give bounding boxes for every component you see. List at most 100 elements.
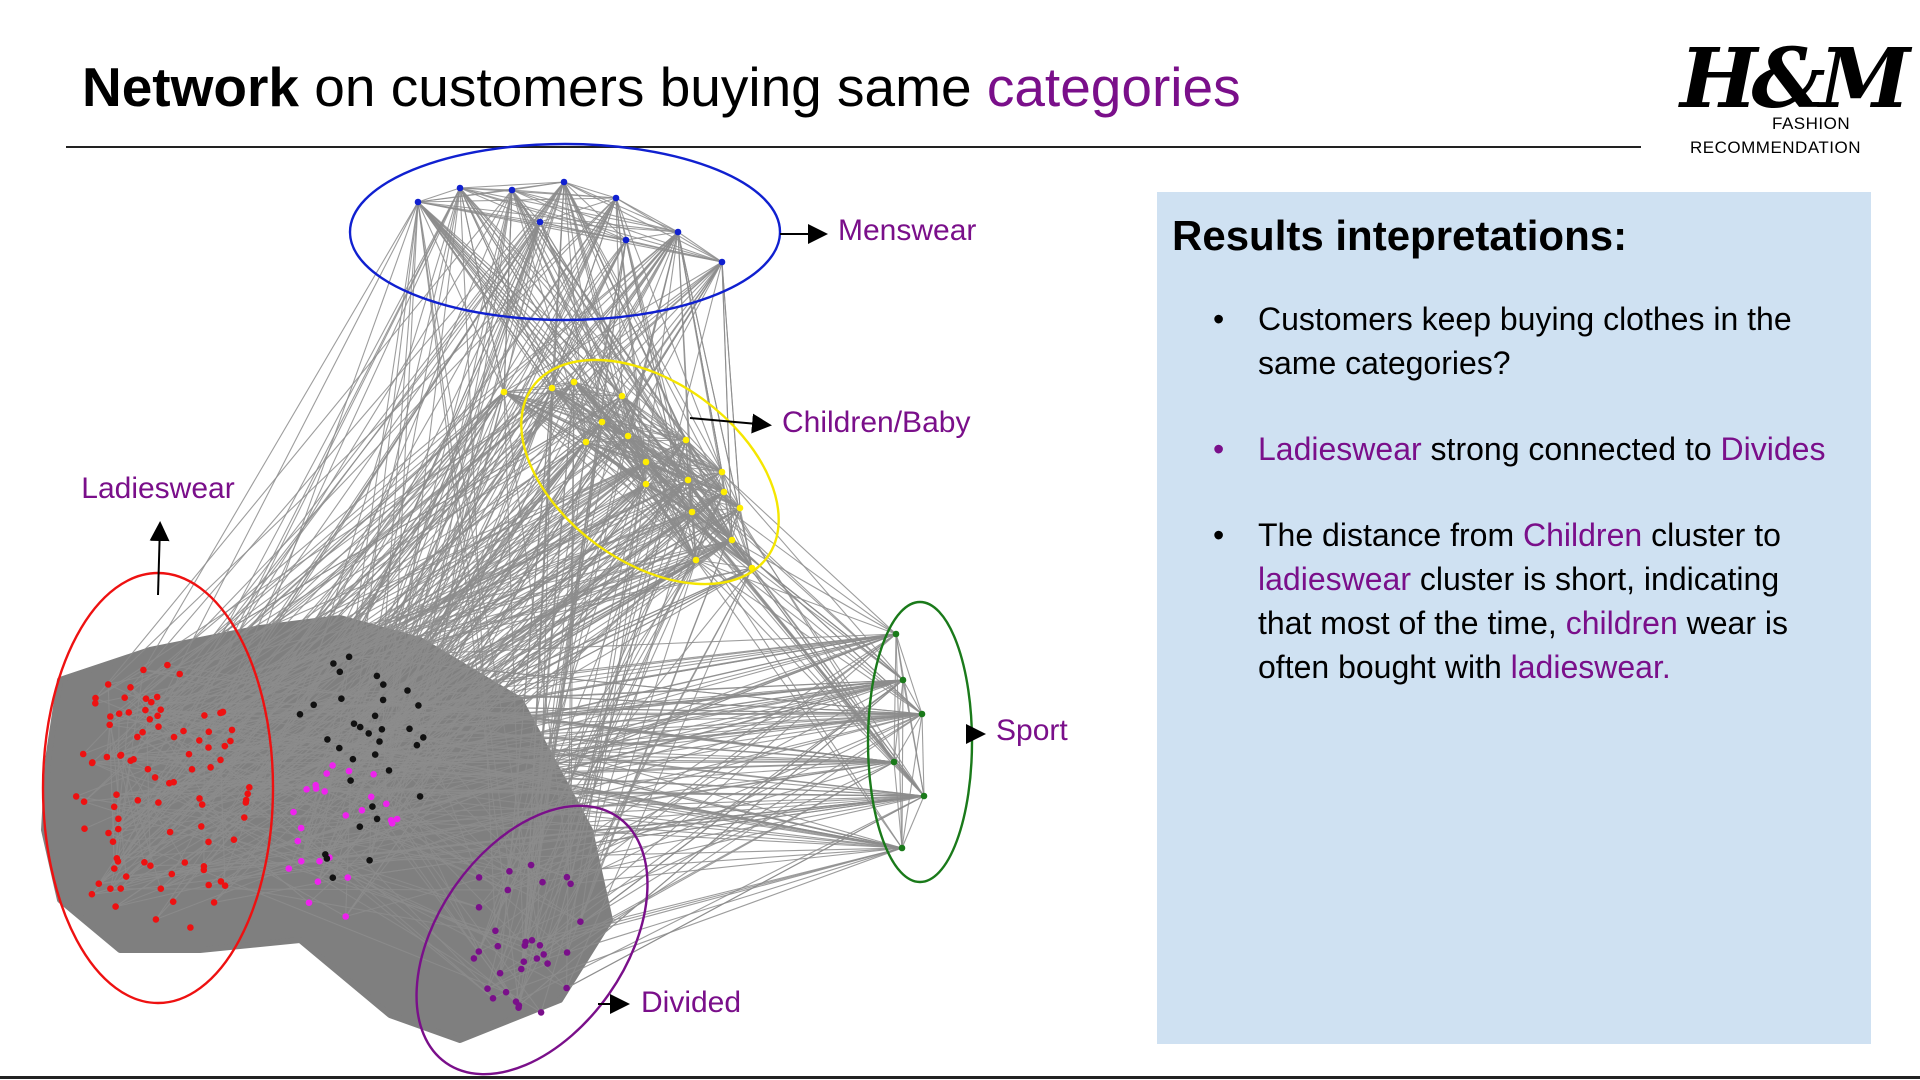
ladieswear-node (157, 885, 165, 892)
network-edge (615, 197, 723, 473)
network-edge (417, 201, 725, 493)
ladieswear-node (187, 924, 194, 931)
network-edge (691, 511, 904, 681)
network-edge (459, 187, 505, 393)
network-edge (204, 261, 723, 716)
other-node (404, 687, 411, 694)
arrow-icon (689, 413, 772, 434)
network-edge (511, 189, 541, 223)
network-edge (563, 181, 725, 493)
network-edge (213, 877, 348, 903)
ladieswear-node (121, 694, 128, 701)
cluster-outline (415, 804, 649, 1076)
network-edge (116, 713, 120, 859)
children-node (624, 432, 632, 440)
other-node (323, 770, 331, 777)
other-node (366, 857, 373, 864)
network-edge (563, 181, 603, 423)
other-node (380, 681, 387, 688)
network-edge (157, 715, 340, 749)
menswear-node (560, 178, 568, 186)
ladieswear-node (115, 815, 122, 823)
sport-node (890, 758, 898, 766)
network-edge (360, 679, 904, 728)
title-divider (66, 146, 1641, 148)
ladieswear-node (188, 766, 196, 773)
other-node (373, 672, 381, 680)
network-edge (231, 699, 384, 731)
cluster-outline (348, 142, 782, 322)
bullet-dot: • (1213, 301, 1225, 337)
divided-node (522, 938, 529, 946)
sport-node (899, 676, 907, 684)
ladieswear-node (210, 899, 218, 906)
other-node (371, 712, 379, 720)
network-edge (106, 441, 587, 758)
network-edge (407, 689, 923, 715)
network-edge (246, 633, 897, 801)
bullet-text: Customers keep buying clothes in the sam… (1258, 301, 1792, 381)
network-edge (487, 963, 548, 990)
network-edge (353, 723, 510, 872)
network-edge (157, 689, 408, 698)
network-edge (721, 261, 733, 541)
network-edge (695, 559, 753, 569)
network-edge (116, 790, 325, 859)
network-edge (183, 730, 330, 858)
network-edge (645, 483, 923, 715)
other-node (358, 807, 366, 814)
other-node (342, 812, 350, 819)
network-edge (233, 839, 544, 955)
result-bullet: • Customers keep buying clothes in the sa… (1213, 297, 1833, 385)
network-edge (158, 471, 723, 728)
network-edge (585, 239, 627, 443)
other-node (345, 767, 353, 775)
other-node (356, 823, 364, 830)
results-panel: Results intepretations: •Customers keep … (1157, 192, 1871, 1044)
network-edge (539, 679, 904, 946)
ladieswear-node (154, 712, 161, 720)
network-edge (210, 736, 424, 768)
network-edge (114, 806, 480, 908)
network-edge (246, 799, 903, 849)
other-node (294, 837, 302, 845)
network-edge (91, 762, 200, 799)
network-edge (224, 633, 897, 887)
divided-node (539, 878, 546, 886)
network-edge (723, 491, 895, 763)
network-edge (370, 690, 409, 797)
network-edge (83, 760, 132, 803)
network-edge (524, 876, 568, 946)
other-node (310, 701, 318, 709)
divided-node (492, 927, 499, 935)
children-node (618, 392, 626, 400)
ladieswear-node (198, 801, 206, 808)
other-node (416, 793, 424, 800)
other-node (379, 696, 387, 704)
other-node (367, 793, 375, 801)
children-node (692, 556, 700, 564)
network-edge (157, 539, 733, 698)
divided-node (567, 880, 574, 888)
ladieswear-node (221, 742, 229, 750)
ladieswear-node (180, 727, 187, 735)
network-edge (570, 847, 903, 885)
network-edge (300, 773, 328, 862)
other-node (297, 824, 305, 832)
network-edge (116, 795, 925, 859)
network-edge (511, 189, 629, 437)
ladieswear-node (95, 880, 103, 887)
ladieswear-node (111, 865, 118, 872)
network-edge (248, 395, 623, 788)
network-edge (379, 483, 647, 742)
ladieswear-node (155, 723, 162, 730)
network-edge (509, 795, 925, 872)
network-edge (120, 755, 903, 849)
network-edge (108, 832, 507, 993)
network-edge (615, 197, 689, 481)
ladieswear-node (142, 706, 149, 714)
network-edge (167, 664, 384, 701)
network-edge (243, 483, 647, 818)
network-edge (902, 679, 923, 715)
network-edge (511, 189, 733, 541)
